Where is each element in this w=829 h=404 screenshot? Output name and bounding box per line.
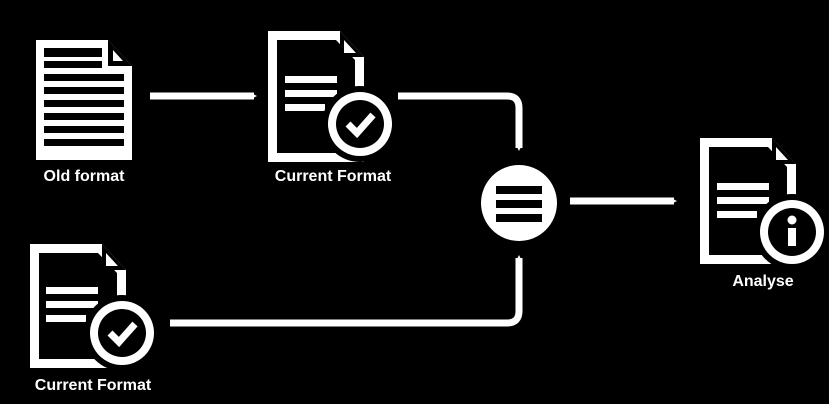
document-info-icon xyxy=(700,138,829,270)
document-lines-icon xyxy=(36,40,132,160)
arrow-current-top-to-merge xyxy=(398,92,523,151)
document-check-icon xyxy=(30,244,160,371)
label-current-format-bottom: Current Format xyxy=(34,377,152,394)
label-old-format: Old format xyxy=(43,168,125,185)
merge-list-icon xyxy=(481,165,557,241)
label-current-format-top: Current Format xyxy=(274,168,392,185)
label-analyse: Analyse xyxy=(732,273,794,290)
arrow-current-bottom-to-merge xyxy=(170,255,523,327)
document-check-icon xyxy=(268,31,398,162)
